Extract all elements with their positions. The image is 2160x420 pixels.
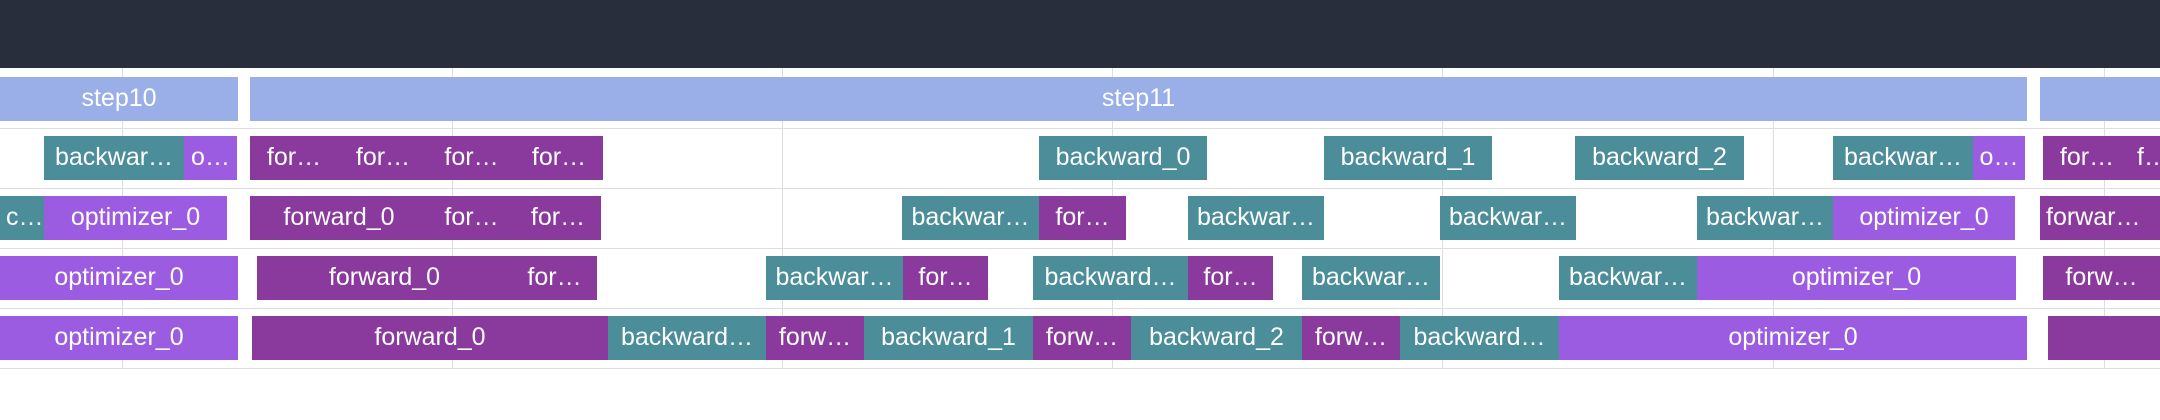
forward-block[interactable]: for… xyxy=(1188,256,1273,300)
gridline xyxy=(782,68,783,368)
backward-block[interactable]: backward… xyxy=(608,316,766,360)
row-divider xyxy=(0,308,2160,309)
optimizer-block[interactable]: optimizer_0 xyxy=(44,196,227,240)
row-divider xyxy=(0,188,2160,189)
backward-block[interactable]: backwar… xyxy=(1188,196,1324,240)
forward-block[interactable]: for… xyxy=(2043,136,2131,180)
backward-block[interactable]: backward… xyxy=(1033,256,1188,300)
row-divider xyxy=(0,368,2160,369)
forward-block[interactable]: forw… xyxy=(2043,256,2160,300)
forward-block[interactable]: forward_0 xyxy=(250,196,428,240)
backward-block[interactable]: backward_1 xyxy=(1324,136,1492,180)
forward-block[interactable]: for… xyxy=(428,136,515,180)
backward-block[interactable]: backwar… xyxy=(44,136,184,180)
optimizer-block[interactable]: o… xyxy=(1973,136,2025,180)
forward-block[interactable]: for… xyxy=(903,256,988,300)
backward-block[interactable]: c… xyxy=(0,196,44,240)
forward-block[interactable]: for… xyxy=(250,136,338,180)
forward-block[interactable]: for… xyxy=(338,136,428,180)
forward-block[interactable]: forw… xyxy=(766,316,864,360)
forward-block[interactable]: forw… xyxy=(1033,316,1131,360)
backward-block[interactable]: backwar… xyxy=(902,196,1039,240)
backward-block[interactable]: backward_1 xyxy=(864,316,1033,360)
forward-block[interactable]: for… xyxy=(515,196,601,240)
forward-block[interactable]: forward… xyxy=(2040,196,2160,240)
optimizer-block[interactable]: o… xyxy=(184,136,237,180)
step-bar[interactable] xyxy=(2040,77,2160,121)
optimizer-block[interactable]: optimizer_0 xyxy=(1559,316,2027,360)
forward-block[interactable] xyxy=(2048,316,2160,360)
backward-block[interactable]: backwar… xyxy=(1833,136,1973,180)
forward-block[interactable]: for… xyxy=(515,136,603,180)
backward-block[interactable]: backward_0 xyxy=(1039,136,1207,180)
optimizer-block[interactable]: optimizer_0 xyxy=(0,256,238,300)
toolbar-area xyxy=(0,0,2160,68)
forward-block[interactable]: forward_0 xyxy=(252,316,608,360)
backward-block[interactable]: backwar… xyxy=(1697,196,1833,240)
optimizer-block[interactable]: optimizer_0 xyxy=(1833,196,2015,240)
forward-block[interactable]: forw… xyxy=(1302,316,1400,360)
row-divider xyxy=(0,128,2160,129)
backward-block[interactable]: backwar… xyxy=(1302,256,1440,300)
forward-block[interactable]: forward_0 xyxy=(257,256,512,300)
backward-block[interactable]: backwar… xyxy=(766,256,903,300)
backward-block[interactable]: backwar… xyxy=(1440,196,1576,240)
forward-block[interactable]: for… xyxy=(1039,196,1126,240)
backward-block[interactable]: backwar… xyxy=(1559,256,1697,300)
backward-block[interactable]: backward_2 xyxy=(1131,316,1302,360)
forward-block[interactable]: f… xyxy=(2131,136,2160,180)
backward-block[interactable]: backward_2 xyxy=(1575,136,1744,180)
optimizer-block[interactable]: optimizer_0 xyxy=(1697,256,2016,300)
row-divider xyxy=(0,248,2160,249)
step-bar[interactable]: step11 xyxy=(250,77,2027,121)
forward-block[interactable]: for… xyxy=(512,256,597,300)
backward-block[interactable]: backward… xyxy=(1400,316,1559,360)
forward-block[interactable]: for… xyxy=(428,196,515,240)
step-bar[interactable]: step10 xyxy=(0,77,238,121)
optimizer-block[interactable]: optimizer_0 xyxy=(0,316,238,360)
